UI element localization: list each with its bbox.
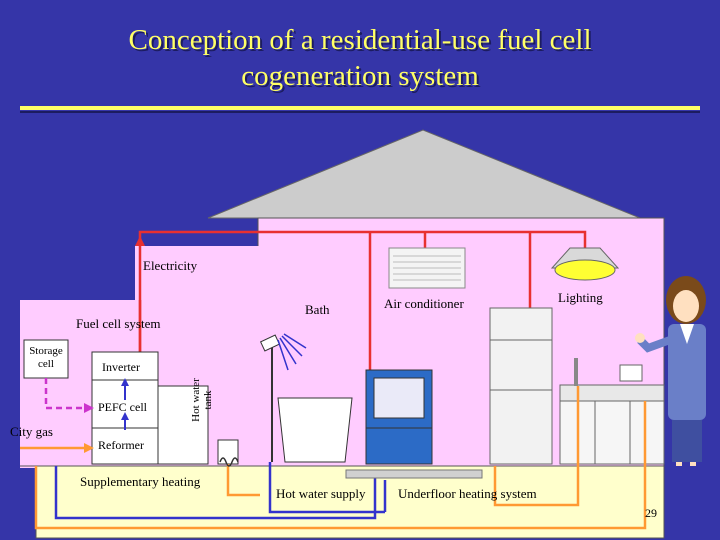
- fridge-top: [489, 307, 553, 341]
- hot-water-supply-label: Hot water supply: [276, 486, 366, 501]
- presenter-body: [668, 324, 706, 420]
- presenter-skirt: [672, 420, 702, 462]
- electricity-label: Electricity: [143, 258, 198, 273]
- reformer-to-cell-arrow: [121, 412, 129, 420]
- air-conditioner-label: Air conditioner: [384, 296, 464, 311]
- reformer-label: Reformer: [98, 438, 144, 452]
- hot-water-tank: [157, 385, 209, 465]
- slide-title: Conception of a residential-use fuel cel…: [0, 22, 720, 94]
- air-conditioner-vents: [393, 255, 461, 281]
- heating-lines: [54, 462, 387, 520]
- tv-screen: [373, 377, 425, 419]
- city-gas-label: City gas: [10, 424, 53, 439]
- page-number: 29: [645, 506, 657, 520]
- supplementary-heater-coil: [219, 457, 239, 467]
- pefc-cell-label: PEFC cell: [98, 400, 148, 414]
- stove-top: [559, 384, 665, 402]
- shower-water: [277, 333, 307, 371]
- presenter-leg-left: [676, 462, 682, 466]
- underfloor-heating-label: Underfloor heating system: [398, 486, 537, 501]
- yard-area-upper: [135, 246, 260, 306]
- shower-head: [259, 334, 281, 352]
- lamp-bulb: [554, 259, 616, 281]
- presenter-hand: [635, 333, 645, 343]
- storage-dashed-line: [44, 378, 92, 410]
- electricity-arrow: [135, 236, 145, 246]
- bath-label: Bath: [305, 302, 330, 317]
- kitchen-cabinet: [559, 400, 665, 465]
- title-line-1: Conception of a residential-use fuel cel…: [128, 24, 592, 56]
- fuel-cell-system-label: Fuel cell system: [76, 316, 161, 331]
- fuel-cell-housing: [91, 351, 159, 465]
- supplementary-heating-label: Supplementary heating: [80, 474, 201, 489]
- roof: [207, 129, 641, 219]
- inverter-label: Inverter: [102, 360, 140, 374]
- lighting-label: Lighting: [558, 290, 603, 305]
- presenter-leg-right: [690, 462, 696, 466]
- hot-water-lines: [34, 386, 647, 530]
- fridge-bottom: [489, 389, 553, 465]
- storage-arrow: [84, 403, 94, 413]
- presenter-figure: [635, 276, 706, 466]
- tv-stand: [365, 427, 433, 465]
- presenter-arm: [637, 336, 672, 353]
- microwave: [619, 364, 643, 382]
- city-gas-arrow: [84, 443, 94, 453]
- fridge-middle: [489, 339, 553, 391]
- title-line-2: cogeneration system: [241, 60, 479, 92]
- storage-cell-label: Storage cell: [29, 345, 63, 370]
- presenter-face: [673, 290, 699, 322]
- bathtub: [277, 397, 353, 463]
- faucet: [574, 358, 578, 386]
- cell-to-inverter-arrow: [121, 378, 129, 386]
- hot-water-tank-label: Hot water tank: [190, 378, 214, 422]
- presenter-collar: [680, 324, 694, 344]
- underfloor-heating-panel: [345, 469, 483, 479]
